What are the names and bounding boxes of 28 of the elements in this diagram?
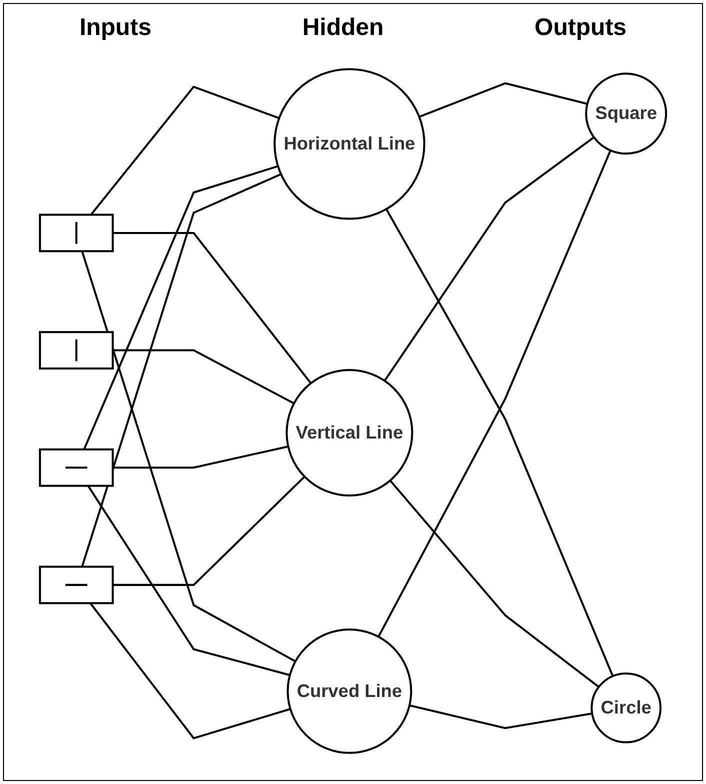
- connection-line: [90, 86, 280, 216]
- neuron-circle: Circle: [590, 672, 662, 744]
- connection-line: [112, 476, 306, 586]
- input-box: [38, 566, 114, 604]
- connection-line: [384, 136, 594, 382]
- connection-line: [112, 232, 312, 384]
- connection-line: [89, 602, 291, 740]
- connection-line: [112, 349, 294, 404]
- column-heading: Outputs: [534, 14, 627, 42]
- neuron-circle: Horizontal Line: [274, 68, 426, 220]
- connection-line: [409, 704, 592, 730]
- connection-line: [112, 445, 288, 469]
- connection-line: [81, 173, 282, 568]
- connection-line: [385, 208, 614, 677]
- input-box: [38, 214, 114, 252]
- column-heading: Inputs: [79, 14, 152, 42]
- neuron-circle: Square: [585, 72, 668, 155]
- neuron-circle: Vertical Line: [286, 369, 414, 496]
- column-heading: Hidden: [302, 14, 384, 42]
- neuron-circle: Curved Line: [286, 628, 412, 754]
- input-box: [38, 331, 114, 370]
- input-box: [38, 448, 114, 487]
- connection-line: [81, 250, 296, 662]
- connection-line: [83, 165, 278, 450]
- connection-line: [87, 485, 290, 676]
- connection-line: [378, 150, 612, 638]
- connection-line: [418, 82, 588, 118]
- connection-line: [389, 480, 600, 688]
